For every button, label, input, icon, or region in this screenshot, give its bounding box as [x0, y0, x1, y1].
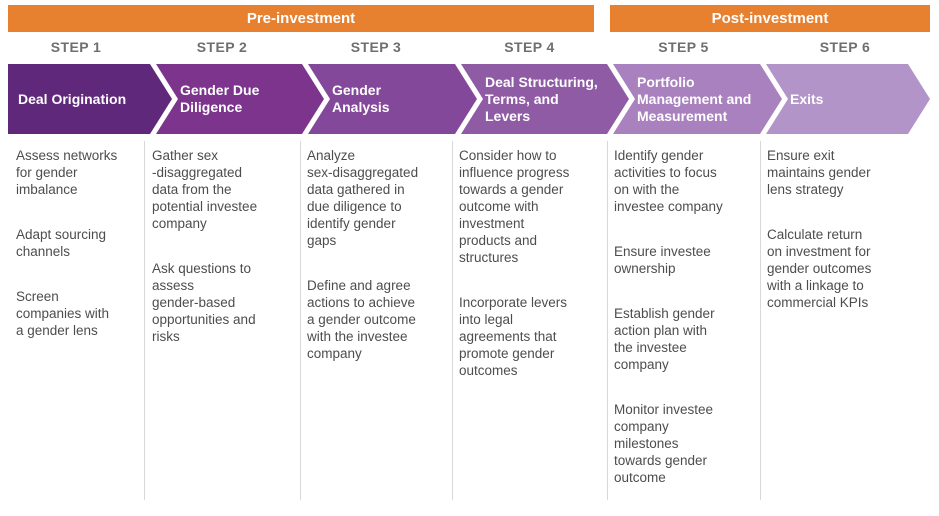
note-item: Screen companies with a gender lens	[16, 289, 110, 338]
phase-banner-pre-investment: Pre-investment	[8, 5, 594, 32]
chevron-step-1: Deal Origination	[8, 64, 172, 134]
note-item: Establish gender action plan with the in…	[614, 306, 715, 372]
column-divider	[300, 141, 301, 500]
chevron-step-4: Deal Structuring, Terms, and Levers	[461, 64, 629, 134]
step-2-label: STEP 2	[196, 39, 248, 55]
note-item: Monitor investee company milestones towa…	[614, 402, 714, 485]
note-item: Define and agree actions to achieve a ge…	[307, 278, 416, 361]
note-item: Assess networks for gender imbalance	[16, 148, 118, 197]
step-4-notes-column: Consider how to influence progress towar…	[459, 147, 595, 407]
step-5-notes-column: Identify gender activities to focus on w…	[614, 147, 748, 514]
step-4-label: STEP 4	[504, 39, 555, 55]
column-divider	[452, 141, 453, 500]
step-3-notes-column: Analyze sex-disaggregated data gathered …	[307, 147, 445, 390]
step-6-notes-column: Ensure exit maintains gender lens strate…	[767, 147, 913, 339]
note-item: Ask questions to assess gender-based opp…	[152, 261, 256, 344]
step-6-label: STEP 6	[819, 39, 871, 55]
note-item: Consider how to influence progress towar…	[459, 148, 570, 265]
note-item: Incorporate levers into legal agreements…	[459, 295, 568, 378]
column-divider	[607, 141, 608, 500]
chevron-step-2: Gender Due Diligence	[156, 64, 324, 134]
chevron-step-6: Exits	[766, 64, 930, 134]
note-item: Gather sex -disaggregated data from the …	[152, 148, 258, 231]
chevron-step-5: Portfolio Management and Measurement	[613, 64, 782, 134]
note-item: Ensure investee ownership	[614, 244, 711, 276]
step-1-notes-column: Assess networks for gender imbalance Ada…	[16, 147, 138, 367]
chevron-step-3: Gender Analysis	[308, 64, 477, 134]
note-item: Analyze sex-disaggregated data gathered …	[307, 148, 419, 248]
note-item: Adapt sourcing channels	[16, 227, 107, 259]
step-1-label: STEP 1	[50, 39, 102, 55]
note-item: Calculate return on investment for gende…	[767, 227, 872, 310]
column-divider	[760, 141, 761, 500]
note-item: Identify gender activities to focus on w…	[614, 148, 723, 214]
phase-banner-post-investment: Post-investment	[610, 5, 930, 32]
note-item: Ensure exit maintains gender lens strate…	[767, 148, 871, 197]
step-2-notes-column: Gather sex -disaggregated data from the …	[152, 147, 286, 373]
step-5-label: STEP 5	[658, 39, 709, 55]
column-divider	[144, 141, 145, 500]
step-3-label: STEP 3	[350, 39, 402, 55]
